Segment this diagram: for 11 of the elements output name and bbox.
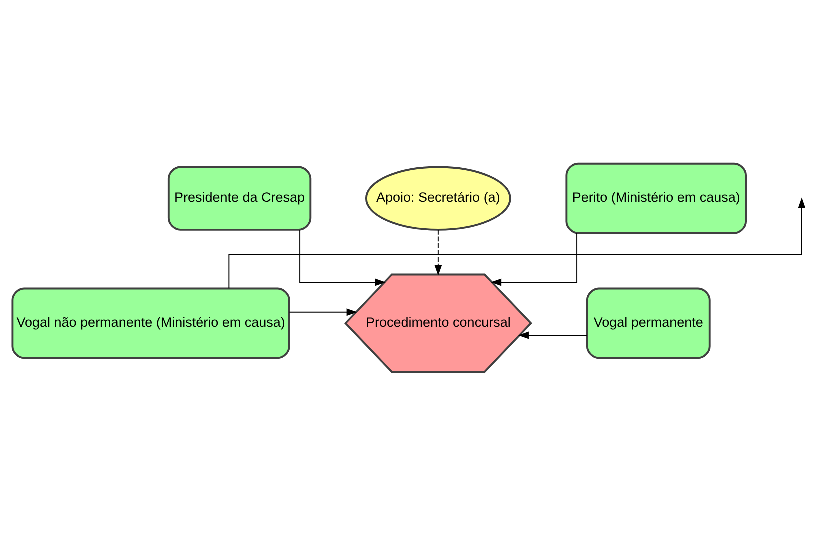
arrow	[300, 229, 386, 286]
node-box: Perito (Ministério em causa)	[566, 162, 747, 234]
node-ellipse: Apoio: Secretário (a)	[365, 166, 512, 230]
arrow	[490, 232, 578, 286]
arrow	[434, 229, 442, 276]
arrow	[289, 308, 358, 316]
arrow	[228, 197, 806, 289]
node-box: Vogal não permanente (Ministério em causa)	[12, 287, 290, 359]
arrow	[518, 331, 588, 339]
node-box: Vogal permanente	[586, 287, 711, 359]
node-box: Presidente da Cresap	[168, 166, 312, 230]
